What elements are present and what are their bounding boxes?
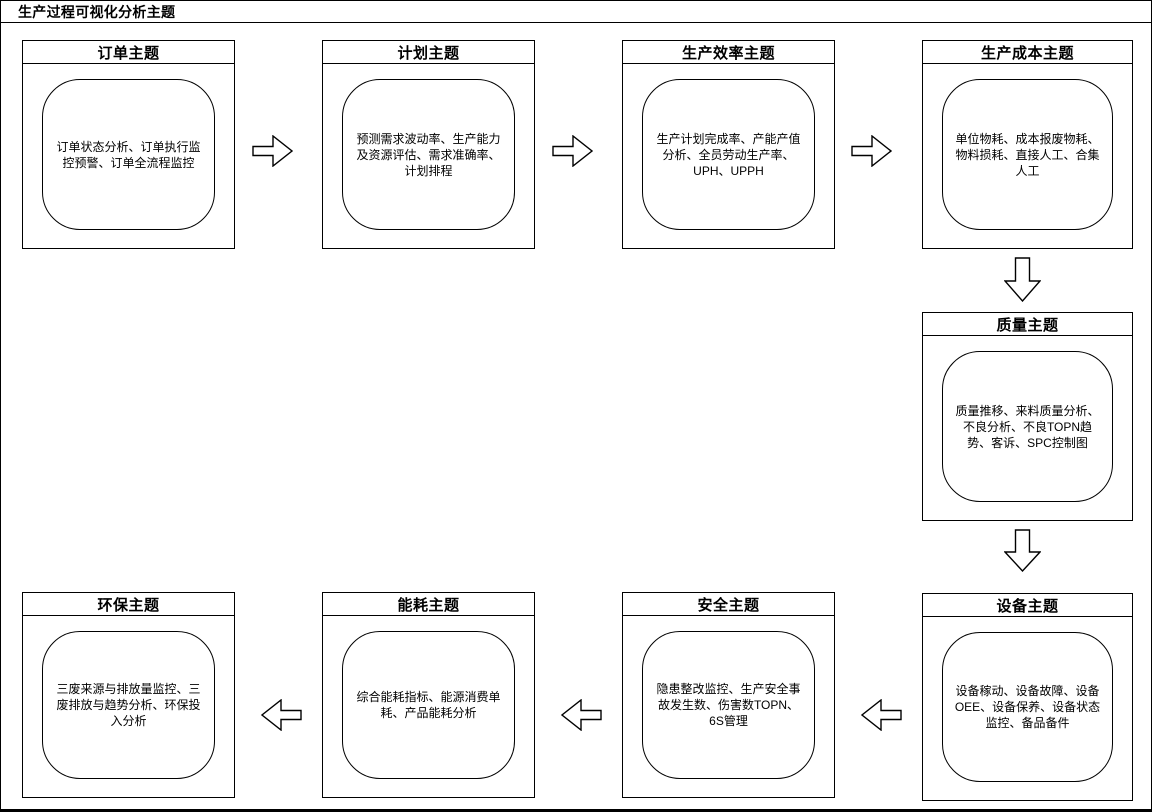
node-equipment-theme: 设备主题 设备稼动、设备故障、设备OEE、设备保养、设备状态监控、备品备件 xyxy=(922,593,1133,801)
node-quality-content-box: 质量推移、来料质量分析、不良分析、不良TOPN趋势、客诉、SPC控制图 xyxy=(942,351,1113,502)
page-title-bar: 生产过程可视化分析主题 xyxy=(1,1,1151,23)
node-safety-content: 隐患整改监控、生产安全事故发生数、伤害数TOPN、6S管理 xyxy=(656,682,801,728)
node-cost-theme: 生产成本主题 单位物耗、成本报废物耗、物料损耗、直接人工、合集人工 xyxy=(922,40,1133,249)
node-efficiency-content-box: 生产计划完成率、产能产值分析、全员劳动生产率、UPH、UPPH xyxy=(642,79,815,230)
arrow-right-icon xyxy=(252,135,293,167)
node-safety-theme: 安全主题 隐患整改监控、生产安全事故发生数、伤害数TOPN、6S管理 xyxy=(622,592,835,798)
node-cost-content: 单位物耗、成本报废物耗、物料损耗、直接人工、合集人工 xyxy=(955,131,1100,178)
node-equipment-title: 设备主题 xyxy=(923,594,1132,617)
node-order-title: 订单主题 xyxy=(23,41,234,64)
node-quality-title: 质量主题 xyxy=(923,313,1132,336)
node-order-body: 订单状态分析、订单执行监控预警、订单全流程监控 xyxy=(23,64,234,248)
node-energy-title: 能耗主题 xyxy=(323,593,534,616)
arrow-down-icon xyxy=(1004,529,1041,572)
node-quality-content: 质量推移、来料质量分析、不良分析、不良TOPN趋势、客诉、SPC控制图 xyxy=(955,403,1100,450)
arrow-right-icon xyxy=(552,135,593,167)
node-energy-content-box: 综合能耗指标、能源消费单耗、产品能耗分析 xyxy=(342,631,515,779)
node-energy-body: 综合能耗指标、能源消费单耗、产品能耗分析 xyxy=(323,616,534,797)
node-cost-title: 生产成本主题 xyxy=(923,41,1132,64)
arrow-right-icon xyxy=(851,135,892,167)
node-efficiency-body: 生产计划完成率、产能产值分析、全员劳动生产率、UPH、UPPH xyxy=(623,64,834,248)
node-safety-body: 隐患整改监控、生产安全事故发生数、伤害数TOPN、6S管理 xyxy=(623,616,834,797)
node-energy-theme: 能耗主题 综合能耗指标、能源消费单耗、产品能耗分析 xyxy=(322,592,535,798)
node-efficiency-content: 生产计划完成率、产能产值分析、全员劳动生产率、UPH、UPPH xyxy=(656,131,801,178)
arrow-down-icon xyxy=(1004,257,1041,302)
node-plan-body: 预测需求波动率、生产能力及资源评估、需求准确率、计划排程 xyxy=(323,64,534,248)
node-safety-content-box: 隐患整改监控、生产安全事故发生数、伤害数TOPN、6S管理 xyxy=(642,631,815,779)
node-environment-body: 三废来源与排放量监控、三废排放与趋势分析、环保投入分析 xyxy=(23,616,234,797)
node-environment-theme: 环保主题 三废来源与排放量监控、三废排放与趋势分析、环保投入分析 xyxy=(22,592,235,798)
node-safety-title: 安全主题 xyxy=(623,593,834,616)
node-quality-theme: 质量主题 质量推移、来料质量分析、不良分析、不良TOPN趋势、客诉、SPC控制图 xyxy=(922,312,1133,521)
node-plan-content: 预测需求波动率、生产能力及资源评估、需求准确率、计划排程 xyxy=(356,131,501,178)
node-plan-content-box: 预测需求波动率、生产能力及资源评估、需求准确率、计划排程 xyxy=(342,79,515,230)
node-equipment-content-box: 设备稼动、设备故障、设备OEE、设备保养、设备状态监控、备品备件 xyxy=(942,632,1113,782)
arrow-left-icon xyxy=(561,699,602,731)
node-plan-theme: 计划主题 预测需求波动率、生产能力及资源评估、需求准确率、计划排程 xyxy=(322,40,535,249)
node-cost-content-box: 单位物耗、成本报废物耗、物料损耗、直接人工、合集人工 xyxy=(942,79,1113,230)
arrow-left-icon xyxy=(861,699,902,731)
node-efficiency-theme: 生产效率主题 生产计划完成率、产能产值分析、全员劳动生产率、UPH、UPPH xyxy=(622,40,835,249)
arrow-left-icon xyxy=(261,699,302,731)
node-environment-content-box: 三废来源与排放量监控、三废排放与趋势分析、环保投入分析 xyxy=(42,631,215,779)
node-energy-content: 综合能耗指标、能源消费单耗、产品能耗分析 xyxy=(356,690,501,720)
node-quality-body: 质量推移、来料质量分析、不良分析、不良TOPN趋势、客诉、SPC控制图 xyxy=(923,336,1132,520)
node-environment-title: 环保主题 xyxy=(23,593,234,616)
node-cost-body: 单位物耗、成本报废物耗、物料损耗、直接人工、合集人工 xyxy=(923,64,1132,248)
node-order-content: 订单状态分析、订单执行监控预警、订单全流程监控 xyxy=(56,139,201,170)
node-order-content-box: 订单状态分析、订单执行监控预警、订单全流程监控 xyxy=(42,79,215,230)
node-efficiency-title: 生产效率主题 xyxy=(623,41,834,64)
node-equipment-content: 设备稼动、设备故障、设备OEE、设备保养、设备状态监控、备品备件 xyxy=(954,684,1101,730)
node-plan-title: 计划主题 xyxy=(323,41,534,64)
page-title: 生产过程可视化分析主题 xyxy=(18,3,176,20)
node-order-theme: 订单主题 订单状态分析、订单执行监控预警、订单全流程监控 xyxy=(22,40,235,249)
node-environment-content: 三废来源与排放量监控、三废排放与趋势分析、环保投入分析 xyxy=(56,682,201,728)
node-equipment-body: 设备稼动、设备故障、设备OEE、设备保养、设备状态监控、备品备件 xyxy=(923,617,1132,800)
